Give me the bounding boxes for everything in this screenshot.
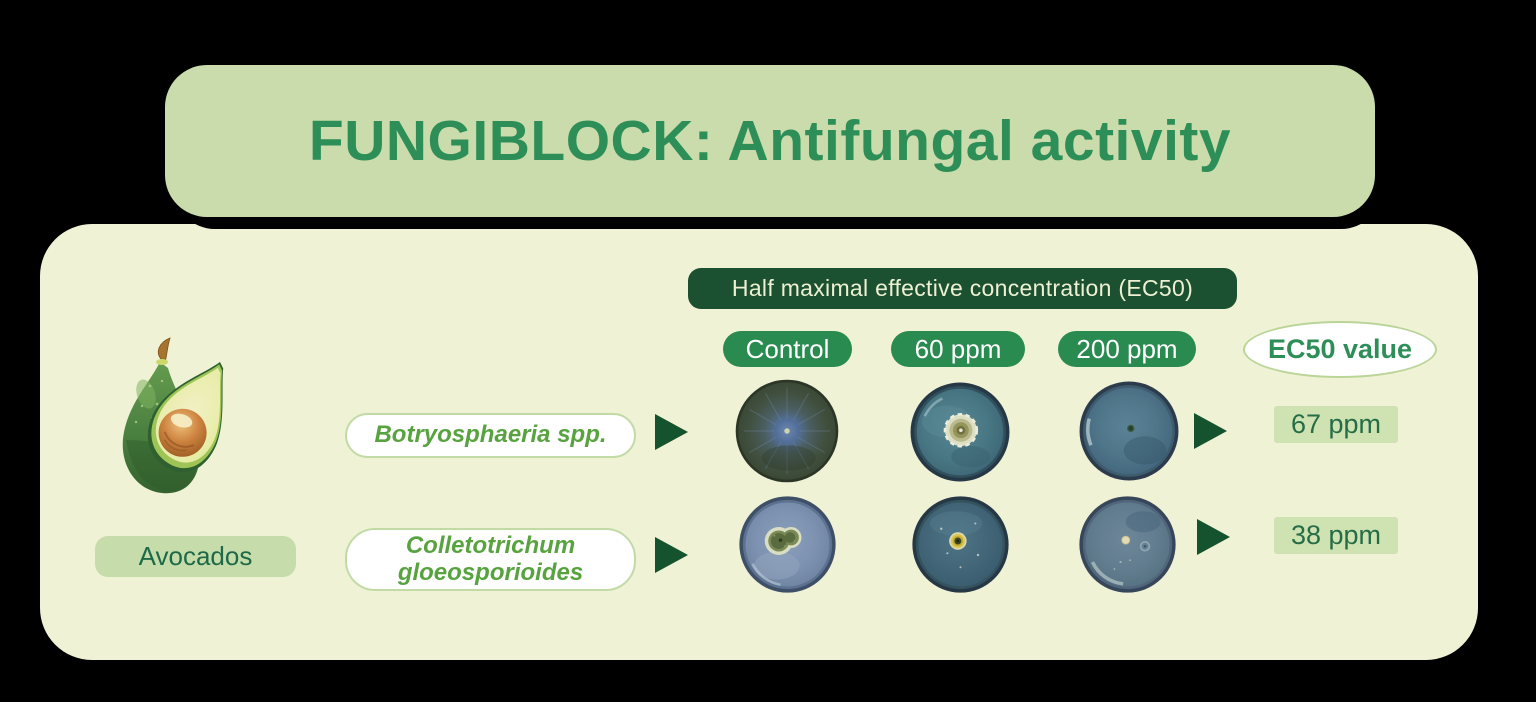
arrow-right-icon bbox=[655, 537, 688, 573]
crop-label-text: Avocados bbox=[138, 541, 253, 571]
crop-label: Avocados bbox=[95, 536, 296, 577]
column-header-60ppm: 60 ppm bbox=[891, 331, 1025, 367]
ec50-value-header: EC50 value bbox=[1243, 321, 1437, 378]
column-header-control: Control bbox=[723, 331, 852, 367]
ec50-result-row1-value: 67 ppm bbox=[1290, 409, 1382, 439]
petri-dish-row1-200ppm bbox=[1079, 381, 1179, 481]
ec50-value-header-label: EC50 value bbox=[1267, 334, 1413, 364]
ec50-result-row2: 38 ppm bbox=[1274, 517, 1398, 554]
ec50-result-row1: 67 ppm bbox=[1274, 406, 1398, 443]
arrow-right-icon bbox=[1197, 519, 1230, 555]
petri-dish-row2-60ppm bbox=[912, 496, 1009, 593]
petri-dish-row2-control bbox=[739, 496, 836, 593]
ec50-result-row2-value: 38 ppm bbox=[1290, 520, 1382, 550]
column-header-200ppm: 200 ppm bbox=[1058, 331, 1196, 367]
ec50-definition-pill: Half maximal effective concentration (EC… bbox=[688, 268, 1237, 309]
page-title: FUNGIBLOCK: Antifungal activity bbox=[308, 109, 1232, 173]
arrow-right-icon bbox=[655, 414, 688, 450]
species-name-botryosphaeria: Botryosphaeria spp. bbox=[374, 421, 607, 449]
half-avocado bbox=[147, 362, 224, 473]
column-header-60ppm-label: 60 ppm bbox=[914, 333, 1002, 364]
species-name-colletotrichum: Colletotrichum gloeosporioides bbox=[397, 531, 584, 586]
petri-dish-row1-60ppm bbox=[910, 382, 1010, 482]
avocado-illustration bbox=[122, 337, 224, 494]
column-header-control-label: Control bbox=[745, 333, 830, 364]
species-pill-colletotrichum: Colletotrichum gloeosporioides bbox=[345, 528, 636, 591]
title-banner: FUNGIBLOCK: Antifungal activity bbox=[165, 65, 1375, 217]
petri-dish-row2-200ppm bbox=[1079, 496, 1176, 593]
arrow-right-icon bbox=[1194, 413, 1227, 449]
ec50-definition-label: Half maximal effective concentration (EC… bbox=[731, 275, 1194, 301]
petri-dish-row1-control bbox=[735, 379, 839, 483]
species-pill-botryosphaeria: Botryosphaeria spp. bbox=[345, 413, 636, 458]
column-header-200ppm-label: 200 ppm bbox=[1076, 333, 1178, 364]
